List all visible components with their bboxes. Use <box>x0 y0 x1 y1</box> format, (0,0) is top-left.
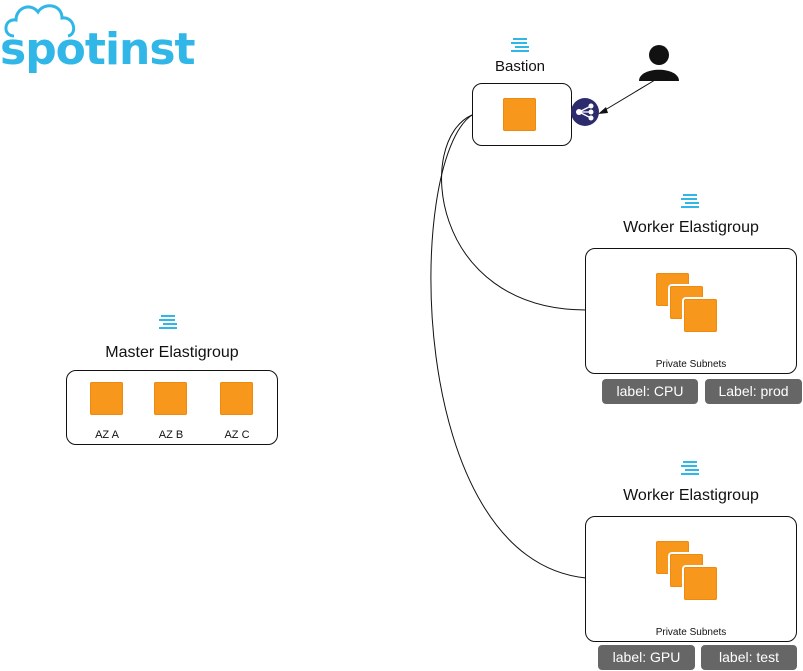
elastigroup-icon <box>681 461 699 475</box>
cloud-icon <box>4 4 76 38</box>
user-icon <box>639 45 679 81</box>
ec2-instances-icon <box>656 541 722 607</box>
zone-label: AZ C <box>224 429 250 441</box>
user-to-load-balancer-arrow <box>599 79 656 114</box>
ec2-instance-icon <box>503 98 536 131</box>
ec2-instance-icon <box>90 382 123 415</box>
label-tag: label: GPU <box>598 645 695 670</box>
label-tag: label: test <box>701 645 797 670</box>
master-title: Master Elastigroup <box>105 344 239 361</box>
master-box[interactable]: AZ A AZ B AZ C <box>66 370 278 445</box>
elastigroup-icon <box>681 194 699 208</box>
subnet-label: Private Subnets <box>655 359 727 370</box>
zone-label: AZ B <box>158 429 184 441</box>
zone-label: AZ A <box>95 429 119 441</box>
arrowhead <box>598 107 608 114</box>
label-tag: Label: prod <box>705 379 802 404</box>
bastion-title: Bastion <box>494 58 546 75</box>
logo-text: spotinst <box>0 24 196 75</box>
worker-title: Worker Elastigroup <box>623 219 759 236</box>
worker-box[interactable]: Private Subnets <box>585 516 797 642</box>
spotinst-logo: spotinst <box>0 0 196 75</box>
bastion-box[interactable] <box>472 83 572 146</box>
elastigroup-icon <box>159 315 177 329</box>
subnet-label: Private Subnets <box>655 627 727 638</box>
label-tag: label: CPU <box>602 379 698 404</box>
worker-title: Worker Elastigroup <box>623 487 759 504</box>
load-balancer-icon[interactable] <box>570 97 600 127</box>
ec2-instances-icon <box>656 273 722 339</box>
worker-box[interactable]: Private Subnets <box>585 248 797 374</box>
bastion-to-worker1-connector <box>441 114 587 311</box>
elastigroup-icon <box>511 38 529 52</box>
ec2-instance-icon <box>154 382 187 415</box>
bastion-to-worker2-connector <box>430 114 587 579</box>
ec2-instance-icon <box>220 382 253 415</box>
